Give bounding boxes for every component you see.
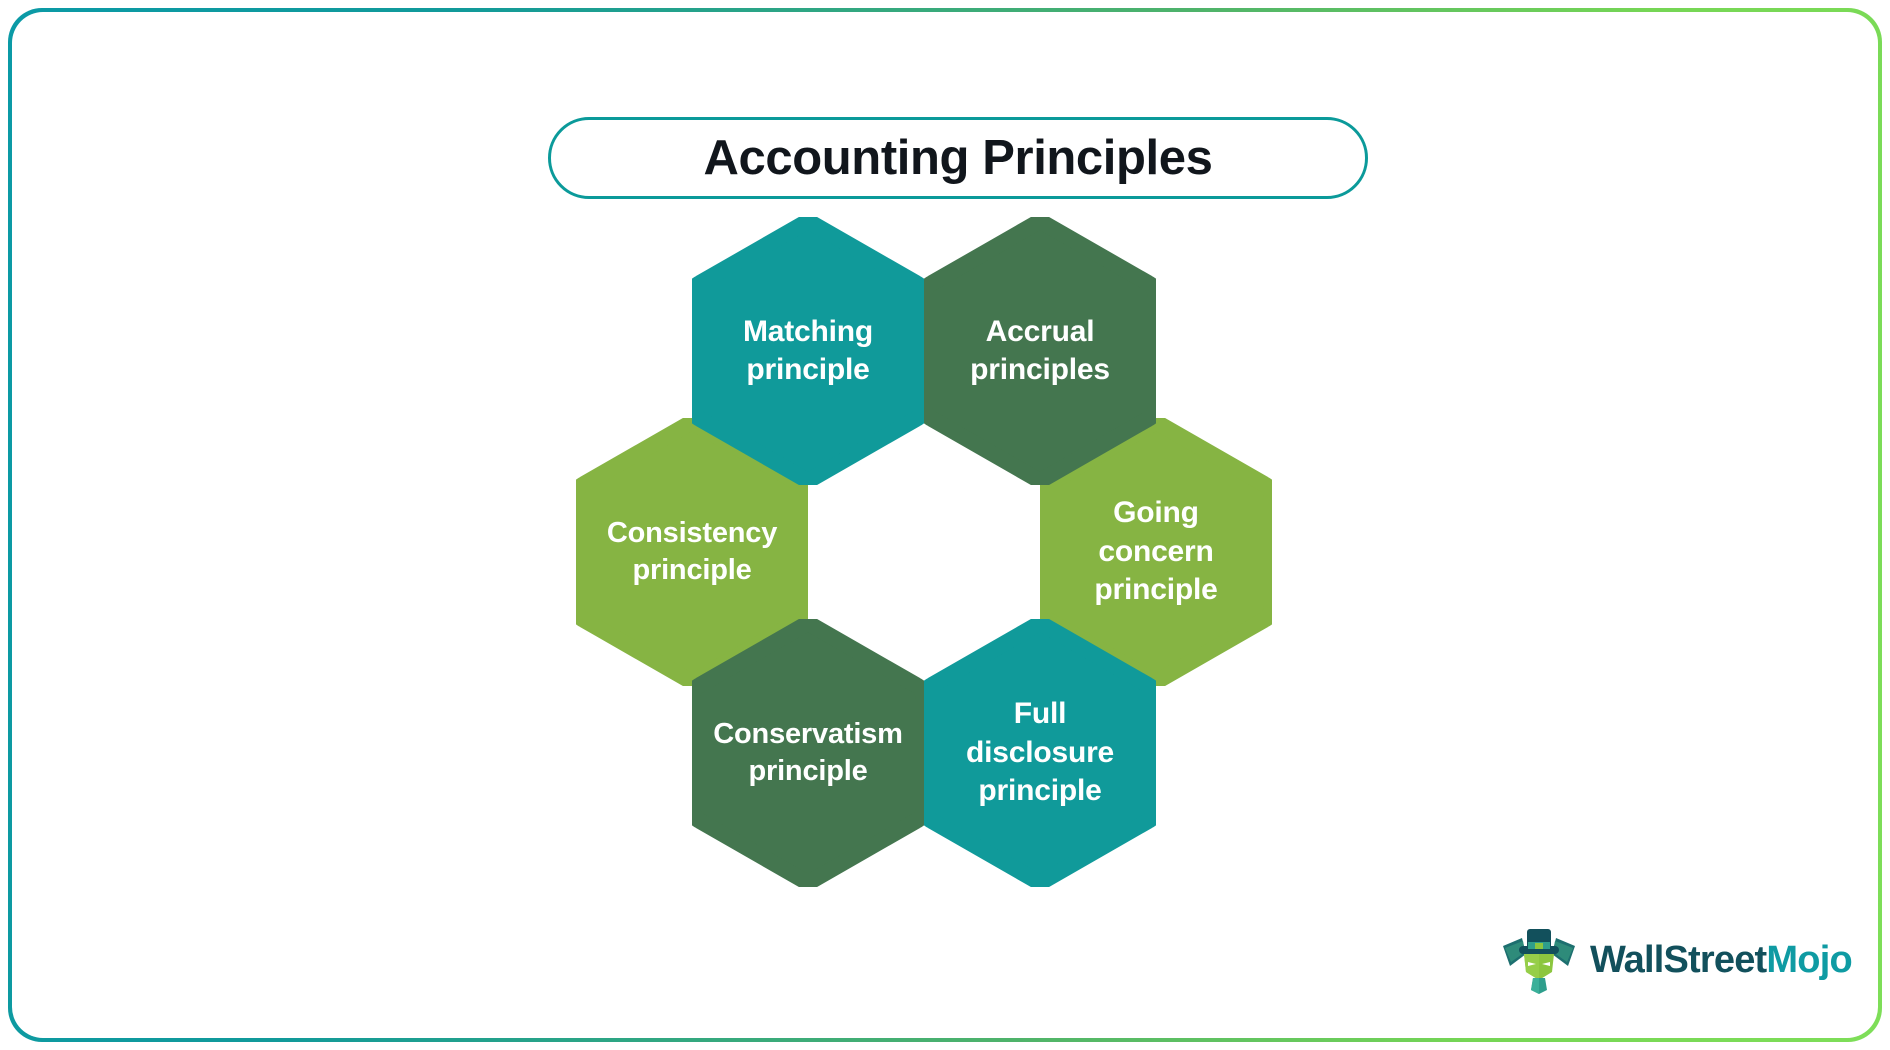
hex-label-going-concern: Going concern principle — [1094, 496, 1218, 607]
wallstreetmojo-mascot-icon — [1503, 929, 1575, 994]
hex-node-matching[interactable]: Matching principle — [692, 217, 924, 485]
logo-wordmark: WallStreetMojo — [1590, 938, 1853, 982]
hexagon-shape-icon — [692, 217, 924, 485]
hex-label-conservatism: Conservatism principle — [713, 717, 903, 787]
hexagon-shape-icon — [1040, 418, 1272, 686]
page-canvas: Accounting Principles Matching principle… — [12, 12, 1878, 1038]
hex-node-full-disclosure[interactable]: Full disclosure principle — [924, 619, 1156, 887]
hex-node-accrual[interactable]: Accrual principles — [924, 217, 1156, 485]
logo-text-wallstreet: WallStreet — [1590, 938, 1767, 981]
page-title-pill: Accounting Principles — [548, 117, 1368, 199]
hex-label-accrual: Accrual principles — [970, 314, 1110, 386]
hexagon-shape-icon — [924, 619, 1156, 887]
page-title: Accounting Principles — [703, 131, 1213, 185]
logo-text-mojo: Mojo — [1766, 938, 1852, 981]
hex-node-conservatism[interactable]: Conservatism principle — [692, 619, 924, 887]
hexagon-shape-icon — [924, 217, 1156, 485]
hexagon-cluster: Matching principle Accrual principles Go… — [576, 217, 1317, 887]
hex-label-matching: Matching principle — [742, 314, 874, 386]
hex-node-going-concern[interactable]: Going concern principle — [1040, 418, 1272, 686]
hex-label-consistency: Consistency principle — [606, 516, 778, 586]
hex-label-full-disclosure: Full disclosure principle — [965, 697, 1115, 808]
wallstreetmojo-logo[interactable]: WallStreetMojo — [1500, 917, 1853, 1003]
page-frame: Accounting Principles Matching principle… — [8, 8, 1882, 1042]
